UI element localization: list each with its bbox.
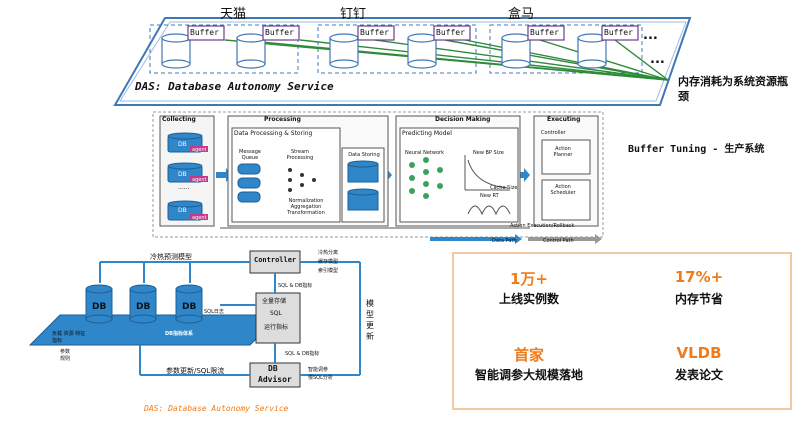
- db-cylinder: [577, 33, 607, 69]
- buffer-label: Buffer: [265, 28, 294, 37]
- legend-data-path: Data Path: [492, 238, 517, 244]
- db-cylinder: [161, 33, 191, 69]
- data-storing-label: Data Storing: [348, 152, 380, 158]
- db-label: DB: [178, 171, 187, 178]
- db-label: DB: [92, 302, 107, 312]
- metrics-bar-label: DB指标体系: [165, 331, 193, 337]
- model-update-char: 新: [366, 332, 374, 341]
- legend-control-path: Control Path: [543, 238, 574, 244]
- sql-storage-label: SQL: [270, 310, 282, 317]
- stat-value: 1万+: [509, 270, 548, 288]
- db-cylinder: [501, 33, 531, 69]
- new-bp-size-label: New BP Size: [473, 150, 504, 156]
- collecting-title: Collecting: [162, 116, 196, 123]
- predicting-model-label: Predicting Model: [402, 130, 452, 137]
- region-tmall: 天猫: [220, 7, 247, 22]
- stat-value: 17%+: [674, 268, 724, 286]
- stream-processing-label: Stream Processing: [286, 149, 314, 161]
- stat-label: 发表论文: [674, 368, 723, 382]
- db-advisor-line1: DB: [268, 364, 278, 373]
- db-cylinder: [329, 33, 359, 69]
- db-label: DB: [178, 207, 187, 214]
- stat-label: 智能调参大规模落地: [474, 368, 583, 382]
- db-cylinder: [407, 33, 437, 69]
- collecting-dots: ......: [178, 184, 190, 191]
- action-scheduler-label: Action Scheduler: [550, 184, 576, 196]
- buffer-label: Buffer: [190, 28, 219, 37]
- smart-tuning-note: 智能调参: [308, 367, 329, 373]
- agent-tag: agent: [192, 215, 207, 221]
- stat-label: 内存节省: [674, 292, 723, 306]
- region-dingtalk: 钉钉: [340, 7, 367, 22]
- new-rt-label: New RT: [480, 193, 499, 199]
- agent-tag: agent: [192, 147, 207, 153]
- buffer-label: Buffer: [436, 28, 465, 37]
- model-update-char: 型: [366, 310, 374, 319]
- buffer-label: Buffer: [530, 28, 559, 37]
- stat-label: 上线实例数: [498, 292, 559, 306]
- processing-title: Processing: [264, 116, 301, 123]
- ellipsis-right: ...: [643, 28, 658, 43]
- lower-caption: DAS: Database Autonomy Service: [144, 404, 289, 413]
- agent-tag: agent: [192, 177, 207, 183]
- model-update-char: 模: [366, 299, 374, 308]
- message-queue-label: Message Queue: [239, 149, 261, 161]
- model-update-char: 更: [366, 321, 374, 330]
- buffer-tuning-label: Buffer Tuning - 生产系统: [628, 144, 765, 155]
- runtime-metrics-label: 运行指标: [264, 324, 289, 331]
- action-rollback-label: Action Execution/Rollback: [510, 223, 575, 229]
- lower-controller-box: Controller: [254, 256, 297, 264]
- memory-bottleneck-note: 内存消耗为系统资源瓶颈: [678, 75, 788, 103]
- region-hema: 盒马: [508, 7, 535, 22]
- executing-title: Executing: [547, 116, 581, 123]
- note-separation: 冷热分离: [318, 250, 339, 256]
- param-update-label: 参数更新/SQL限流: [166, 367, 225, 375]
- cache-size-label: Cache Size: [490, 185, 518, 191]
- neural-network-label: Neural Network: [405, 150, 444, 156]
- cold-hot-model-label: 冷热预测模型: [150, 253, 192, 261]
- slow-sql-note: 慢SQL分析: [308, 375, 333, 381]
- db-label: DB: [136, 302, 151, 312]
- sql-log-label: SQL日志: [204, 309, 224, 315]
- ellipsis-lower: ...: [650, 52, 665, 67]
- stat-value: VLDB: [676, 344, 722, 362]
- processing-subtitle: Data Processing & Storing: [234, 130, 313, 137]
- lower-architecture: [28, 250, 361, 388]
- action-planner-label: Action Planner: [553, 146, 573, 158]
- db-label: DB: [178, 141, 187, 148]
- decision-title: Decision Making: [435, 116, 491, 123]
- db-advisor-line2: Advisor: [258, 375, 292, 384]
- db-cylinder: [236, 33, 266, 69]
- stat-value: 首家: [513, 346, 544, 364]
- note-index-model: 索引模型: [318, 268, 339, 274]
- left-param-label: 参数 规则: [60, 349, 71, 362]
- buffer-label: Buffer: [604, 28, 633, 37]
- pipeline-diagram: [152, 111, 604, 244]
- sql-db-metrics-label: SQL & DB指标: [278, 283, 313, 289]
- controller-label: Controller: [541, 130, 566, 136]
- note-cache-model: 缓存模型: [318, 259, 339, 265]
- left-feature-label: 负载 资源 特征 指标: [52, 331, 86, 344]
- top-architecture: [113, 17, 692, 106]
- sql-db-metrics-label-2: SQL & DB指标: [285, 351, 320, 357]
- buffer-label: Buffer: [360, 28, 389, 37]
- db-label: DB: [182, 302, 197, 312]
- normalization-label: Normalization Aggregation Transformation: [287, 198, 325, 216]
- platform-label: DAS: Database Autonomy Service: [135, 80, 334, 93]
- full-storage-label: 全量存储: [262, 298, 287, 305]
- stats-panel: 1万+ 上线实例数 17%+ 内存节省 首家 智能调参大规模落地 VLDB 发表…: [452, 252, 792, 410]
